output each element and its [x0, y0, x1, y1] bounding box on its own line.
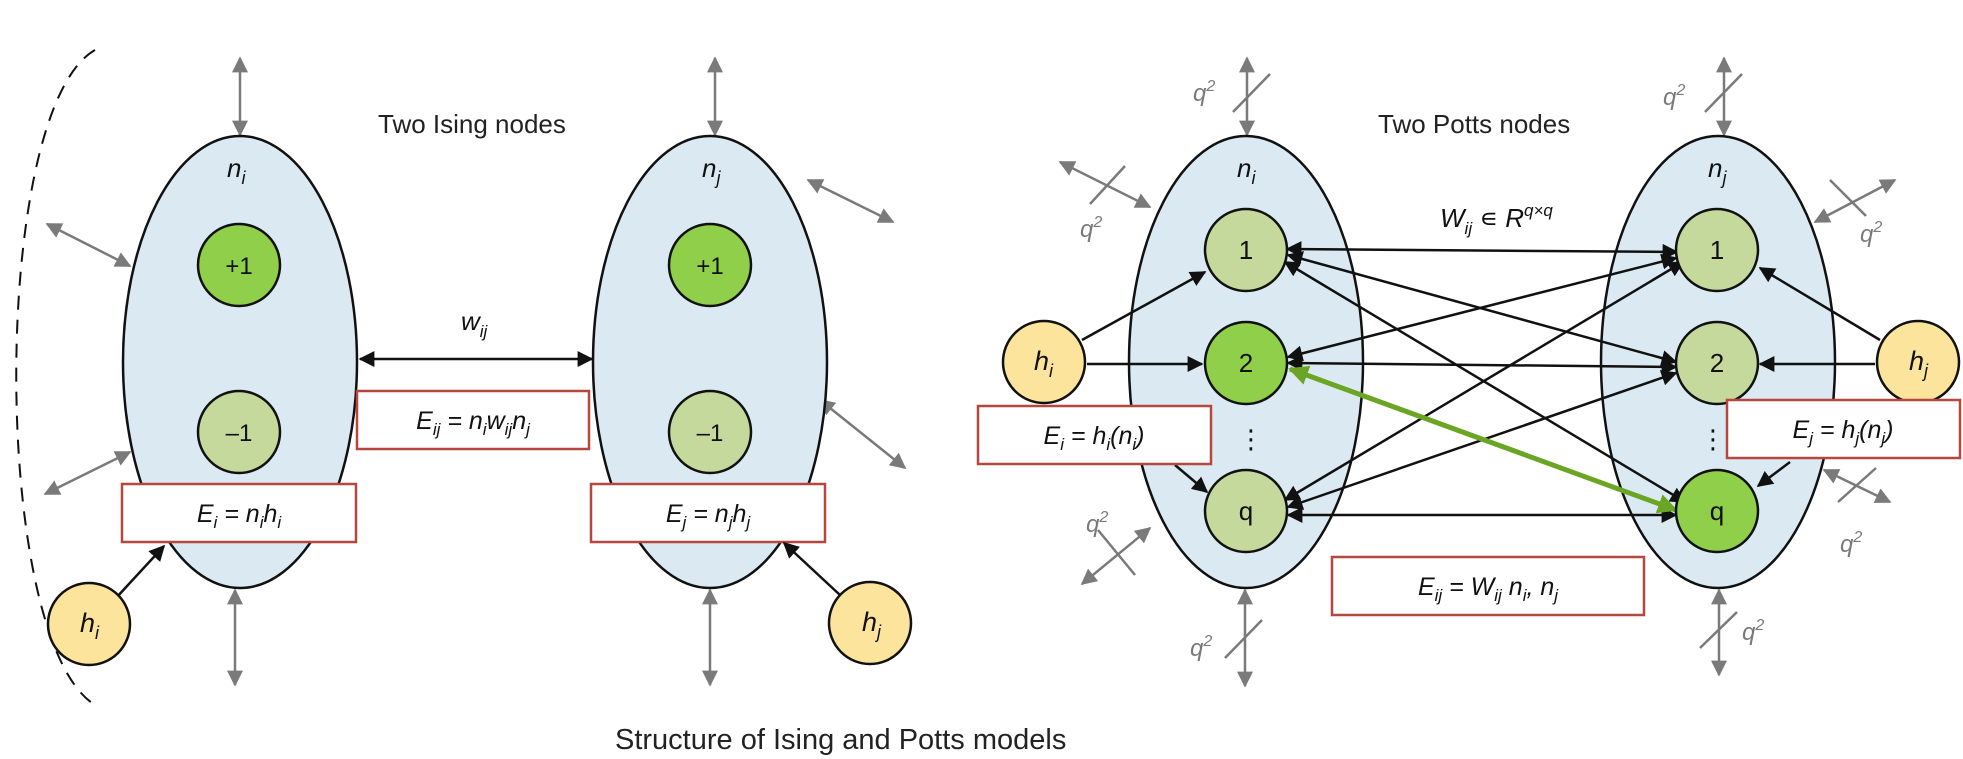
potts-coupling-label: Wij ∊ Rq×q — [1440, 201, 1553, 238]
potts-energy-j: Ej = hj(nj) — [1793, 416, 1894, 448]
external-edge-arrow — [43, 450, 132, 496]
potts-pair-energy: Eij = Wij ni, nj — [1418, 573, 1559, 605]
potts-state-2-i — [1203, 320, 1289, 406]
external-edge-arrow — [45, 222, 132, 268]
ising-state-minus-j — [667, 389, 753, 475]
external-edge-arrow — [1058, 160, 1152, 209]
ising-energy-j-box — [589, 482, 827, 544]
ising-field-i-arrow — [115, 544, 166, 599]
potts-state-1-j-label: 1 — [1710, 235, 1724, 265]
external-edge-arrow — [1080, 526, 1152, 586]
potts-state-q-i-label: q — [1239, 496, 1253, 526]
potts-energy-i: Ei = hi(ni) — [1044, 422, 1145, 454]
q2-label: q2 — [1193, 78, 1215, 107]
q2-label: q2 — [1860, 219, 1882, 248]
potts-energy-j-box — [1725, 398, 1962, 460]
potts-pair-energy-box — [1330, 555, 1646, 617]
q2-label: q2 — [1742, 617, 1764, 646]
ising-field-i-label: hi — [80, 608, 100, 643]
blocked-mark — [1829, 179, 1867, 217]
blocked-mark — [1704, 73, 1743, 113]
q2-label: q2 — [1840, 529, 1862, 558]
potts-ellipsis-i: ⋮ — [1238, 424, 1264, 454]
potts-state-1-i — [1203, 207, 1289, 293]
ising-state-plus-i-label: +1 — [225, 253, 252, 280]
ising-state-plus-j — [667, 222, 753, 308]
q2-label: q2 — [1086, 509, 1108, 538]
blocked-mark — [1089, 165, 1126, 205]
potts-state-q-j — [1674, 468, 1760, 554]
potts-ellipsis-j: ⋮ — [1700, 424, 1726, 454]
potts-state-2-j-label: 2 — [1710, 348, 1724, 378]
blocked-mark — [1837, 467, 1877, 503]
ising-pair-energy: Eij = niwijnj — [416, 407, 531, 439]
ising-state-plus-i — [196, 222, 282, 308]
external-edge-arrow — [806, 178, 895, 224]
potts-field-i-arrow — [1174, 464, 1209, 494]
potts-node-i-label: ni — [1237, 153, 1256, 188]
external-edge-arrow — [1813, 178, 1897, 224]
blocked-mark — [1097, 529, 1136, 576]
q2-label: q2 — [1080, 214, 1102, 243]
ising-node-i-label: ni — [227, 153, 246, 188]
potts-state-1-i-label: 1 — [1239, 235, 1253, 265]
q2-label: q2 — [1190, 633, 1212, 662]
potts-field-j-arrow — [1758, 266, 1881, 342]
potts-state-2-j — [1674, 320, 1760, 406]
blocked-mark — [1699, 611, 1738, 649]
figure-caption: Structure of Ising and Potts models — [615, 724, 1066, 756]
ising-state-minus-j-label: –1 — [697, 420, 724, 447]
ising-state-minus-i-label: –1 — [226, 420, 253, 447]
ising-node-i — [121, 134, 359, 590]
ising-state-plus-j-label: +1 — [696, 253, 723, 280]
ising-energy-i-box — [120, 482, 358, 544]
potts-field-j-arrow — [1756, 461, 1791, 487]
potts-title: Two Potts nodes — [1378, 109, 1570, 139]
blocked-mark — [1224, 619, 1263, 659]
ising-pair-energy-box — [355, 389, 591, 451]
ising-title: Two Ising nodes — [378, 109, 566, 139]
potts-field-i-arrow — [1081, 270, 1207, 342]
potts-energy-i-box — [976, 404, 1213, 466]
dashed-bracket — [15, 49, 96, 706]
ising-field-j-arrow — [782, 541, 841, 596]
ising-state-minus-i — [196, 389, 282, 475]
active-pair-connection — [1288, 365, 1678, 514]
potts-node-j-label: nj — [1708, 153, 1727, 188]
potts-panel: Two Potts nodes q2 q2 q2 q2 q2 q2 — [976, 56, 1962, 688]
potts-field-j-label: hj — [1909, 346, 1929, 381]
blocked-mark — [1232, 73, 1271, 113]
ising-node-j-label: nj — [702, 153, 721, 188]
potts-field-i — [1001, 319, 1087, 405]
potts-state-q-i — [1203, 468, 1289, 554]
potts-state-2-i-label: 2 — [1239, 348, 1253, 378]
ising-field-i — [46, 581, 132, 667]
external-edge-arrow — [818, 399, 907, 469]
ising-field-j — [827, 580, 913, 666]
ising-field-j-label: hj — [862, 607, 882, 642]
potts-state-q-j-label: q — [1710, 496, 1724, 526]
ising-panel: Two Ising nodes ni +1 –1 nj +1 –1 wij — [15, 49, 913, 706]
q2-label: q2 — [1663, 82, 1685, 111]
ising-energy-i: Ei = nihi — [197, 500, 283, 532]
ising-energy-j: Ej = njhj — [666, 500, 752, 532]
potts-state-1-j — [1674, 207, 1760, 293]
ising-coupling-label: wij — [461, 306, 489, 341]
potts-field-i-label: hi — [1034, 346, 1054, 381]
